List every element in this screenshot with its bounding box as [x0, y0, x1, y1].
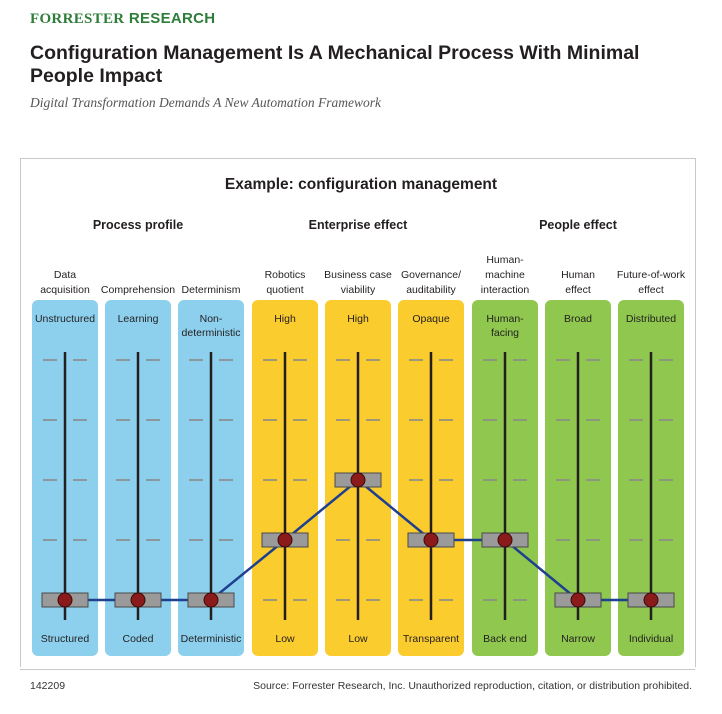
- scale-low-label: Deterministic: [180, 633, 242, 645]
- group-label: People effect: [539, 218, 617, 232]
- data-point: [277, 532, 293, 548]
- column-header: Future-of-work effect: [610, 268, 692, 298]
- data-point: [643, 592, 659, 608]
- page-title: Configuration Management Is A Mechanical…: [30, 42, 640, 87]
- chart-title: Example: configuration management: [224, 176, 498, 193]
- column-header-line: Data: [53, 269, 77, 281]
- scale-high-line: Opaque: [412, 313, 450, 325]
- scale-high-label: Learning: [102, 312, 174, 326]
- scale-high-line: deterministic: [181, 327, 241, 339]
- scale-low-label: Low: [275, 633, 295, 645]
- scale-high-line: facing: [490, 327, 520, 339]
- column-header-line: Future-of-work: [616, 269, 686, 281]
- data-point: [57, 592, 73, 608]
- column-header: Comprehension: [97, 283, 179, 298]
- footer-divider: [20, 669, 695, 670]
- scale-low-label: Individual: [628, 633, 674, 645]
- scale-high-label: Non-deterministic: [175, 312, 247, 340]
- brand-logo: FORRESTER RESEARCH: [30, 10, 215, 28]
- scale-high-line: High: [347, 313, 369, 325]
- figure-id: 142209: [30, 680, 66, 692]
- column-header: Determinism: [170, 283, 252, 298]
- scale-high-label: Human-facing: [469, 312, 541, 340]
- column-header-line: Governance/: [400, 269, 462, 281]
- scale-high-label: High: [249, 312, 321, 326]
- column-header: Governance/auditability: [390, 268, 472, 298]
- brand-forrester: FORRESTER: [30, 11, 125, 27]
- column-header-line: acquisition: [40, 284, 90, 296]
- column-header-line: Business case: [324, 269, 392, 281]
- data-point: [203, 592, 219, 608]
- column-header: Data acquisition: [24, 268, 106, 298]
- data-point: [423, 532, 439, 548]
- scale-low-label: Narrow: [561, 633, 595, 645]
- scale-high-line: Non-: [199, 313, 223, 325]
- scale-low-label: Coded: [122, 633, 154, 645]
- scale-high-line: Learning: [117, 313, 159, 325]
- column-header-line: Robotics: [264, 269, 306, 281]
- scale-low-label: Low: [348, 633, 368, 645]
- column-header-line: auditability: [406, 284, 456, 296]
- group-label: Enterprise effect: [308, 218, 408, 232]
- column-header-line: effect: [638, 284, 664, 296]
- page-subtitle: Digital Transformation Demands A New Aut…: [30, 95, 382, 110]
- column-header: Human-machine interaction: [464, 253, 546, 298]
- column-header: Business case viability: [317, 268, 399, 298]
- column-header: Human effect: [537, 268, 619, 298]
- column-header-line: quotient: [266, 284, 304, 296]
- data-point: [570, 592, 586, 608]
- scale-high-label: Distributed: [615, 312, 687, 326]
- scale-high-line: Unstructured: [34, 313, 96, 325]
- scale-high-line: High: [274, 313, 296, 325]
- scale-high-line: Broad: [563, 313, 593, 325]
- column-header-line: effect: [565, 284, 591, 296]
- scale-high-label: Unstructured: [29, 312, 101, 326]
- scale-low-label: Back end: [483, 633, 527, 645]
- column-header-line: Comprehension: [100, 284, 176, 296]
- column-header-line: interaction: [480, 284, 530, 296]
- data-point: [350, 472, 366, 488]
- scale-low-label: Structured: [40, 633, 90, 645]
- group-label: Process profile: [92, 218, 184, 232]
- source-note: Source: Forrester Research, Inc. Unautho…: [253, 680, 692, 692]
- scale-high-label: Broad: [542, 312, 614, 326]
- brand-research: RESEARCH: [128, 10, 216, 27]
- scale-low-label: Transparent: [402, 633, 460, 645]
- scale-high-line: Human-: [486, 313, 524, 325]
- data-point: [130, 592, 146, 608]
- scale-high-line: Distributed: [625, 313, 677, 325]
- column-header-line: machine: [485, 269, 525, 281]
- scale-high-label: Opaque: [395, 312, 467, 326]
- column-header-line: Human-: [486, 254, 524, 266]
- column-header-line: Human: [561, 269, 595, 281]
- data-point: [497, 532, 513, 548]
- column-header-line: Determinism: [181, 284, 241, 296]
- scale-high-label: High: [322, 312, 394, 326]
- column-header-line: viability: [340, 284, 376, 296]
- column-header: Robotics quotient: [244, 268, 326, 298]
